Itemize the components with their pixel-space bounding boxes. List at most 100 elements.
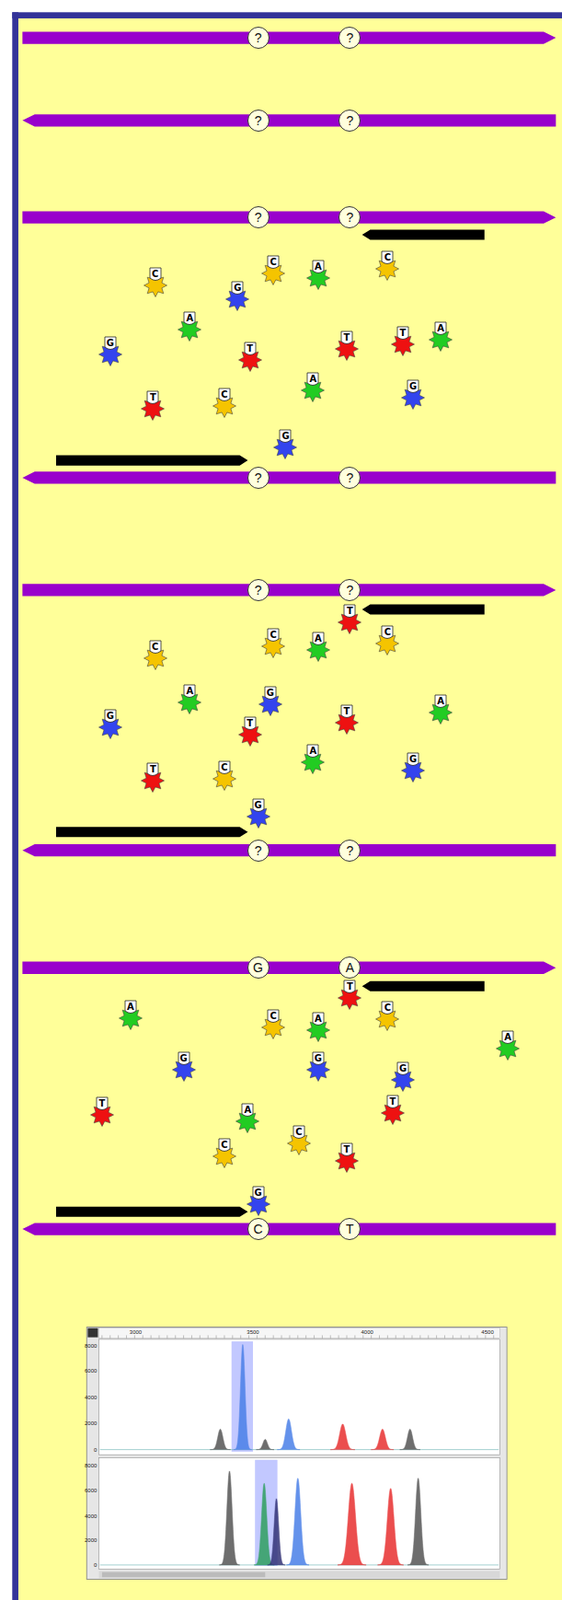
dye-terminator: T xyxy=(238,340,263,372)
dye-terminator: T xyxy=(334,1140,359,1172)
base-letter: ? xyxy=(339,842,360,858)
base-letter: C xyxy=(286,1124,311,1138)
dye-terminator: C xyxy=(143,265,168,298)
primer xyxy=(362,980,485,991)
dye-terminator: A xyxy=(300,370,325,402)
axis-tick: 3500 xyxy=(246,1328,259,1334)
base-letter: A xyxy=(235,1102,260,1116)
base-letter: ? xyxy=(339,30,360,46)
dye-terminator: G xyxy=(98,707,123,739)
dye-terminator: G xyxy=(390,1059,415,1091)
base-letter: C xyxy=(375,1000,400,1014)
dna-strand xyxy=(22,1221,556,1234)
base-circle: G xyxy=(247,955,270,978)
axis-value: 0 xyxy=(93,1560,97,1567)
axis-value: 2000 xyxy=(84,1536,97,1542)
base-circle: ? xyxy=(338,109,361,132)
base-letter: ? xyxy=(248,209,269,225)
dna-strand xyxy=(22,211,556,224)
base-letter: A xyxy=(306,1011,331,1025)
peak xyxy=(267,1497,286,1564)
base-letter: T xyxy=(238,716,263,730)
base-letter: G xyxy=(246,1185,271,1199)
primer xyxy=(56,1205,248,1216)
base-letter: C xyxy=(248,1220,269,1236)
base-circle: ? xyxy=(338,206,361,229)
base-letter: T xyxy=(334,1142,359,1156)
base-letter: ? xyxy=(248,470,269,485)
base-letter: ? xyxy=(339,582,360,597)
dye-terminator: T xyxy=(238,714,263,746)
base-letter: T xyxy=(238,342,263,356)
dye-terminator: T xyxy=(334,702,359,735)
peak xyxy=(218,1469,240,1564)
frame xyxy=(11,11,562,19)
axis-tick: 4000 xyxy=(361,1328,374,1334)
base-letter: ? xyxy=(339,470,360,485)
dye-terminator: T xyxy=(90,1094,115,1126)
axis-value: 8000 xyxy=(84,1341,97,1348)
base-letter: A xyxy=(300,744,325,757)
base-letter: A xyxy=(177,311,202,325)
base-letter: ? xyxy=(248,842,269,858)
base-letter: C xyxy=(261,628,286,642)
base-letter: T xyxy=(337,604,362,618)
dna-strand xyxy=(22,961,556,974)
base-letter: A xyxy=(428,321,453,335)
base-letter: G xyxy=(98,709,123,723)
base-letter: T xyxy=(334,331,359,345)
base-letter: T xyxy=(90,1096,115,1110)
base-letter: A xyxy=(118,999,143,1013)
dye-terminator: C xyxy=(375,998,400,1031)
dye-terminator: C xyxy=(286,1123,311,1155)
base-letter: A xyxy=(306,631,331,645)
primer xyxy=(56,455,248,466)
base-letter: G xyxy=(306,1051,331,1065)
peak xyxy=(407,1477,429,1564)
base-letter: C xyxy=(143,640,168,654)
dye-terminator: C xyxy=(261,626,286,658)
axis-value: 6000 xyxy=(84,1366,97,1373)
base-letter: ? xyxy=(248,30,269,46)
base-letter: C xyxy=(261,255,286,269)
base-letter: T xyxy=(337,979,362,993)
base-letter: T xyxy=(390,326,415,340)
base-letter: A xyxy=(177,684,202,698)
base-letter: T xyxy=(140,762,165,776)
peak xyxy=(400,1427,421,1448)
peak xyxy=(370,1427,394,1448)
axis-tick: 4500 xyxy=(481,1328,494,1334)
dye-terminator: T xyxy=(334,329,359,361)
base-letter: A xyxy=(300,372,325,386)
peak xyxy=(286,1477,310,1564)
dye-terminator: A xyxy=(177,682,202,714)
base-circle: ? xyxy=(247,26,270,49)
base-circle: ? xyxy=(247,109,270,132)
dye-terminator: T xyxy=(337,602,362,634)
peak xyxy=(337,1481,367,1564)
base-letter: C xyxy=(261,1009,286,1022)
base-circle: C xyxy=(247,1216,270,1239)
dye-terminator: G xyxy=(98,334,123,367)
dye-terminator: G xyxy=(246,796,271,828)
base-letter: G xyxy=(225,281,250,295)
peak xyxy=(209,1427,230,1448)
base-circle: ? xyxy=(338,466,361,489)
dye-terminator: A xyxy=(177,309,202,342)
base-circle: ? xyxy=(247,206,270,229)
base-letter: ? xyxy=(248,113,269,128)
dye-terminator: G xyxy=(401,378,425,410)
base-letter: A xyxy=(306,260,331,274)
base-letter: G xyxy=(273,429,298,443)
peak xyxy=(233,1342,252,1448)
peak xyxy=(378,1487,404,1564)
base-letter: ? xyxy=(339,113,360,128)
base-letter: G xyxy=(98,336,123,350)
dye-terminator: C xyxy=(261,253,286,286)
dye-terminator: G xyxy=(225,279,250,311)
base-circle: ? xyxy=(338,26,361,49)
base-circle: ? xyxy=(247,578,270,601)
dye-terminator: T xyxy=(140,760,165,792)
dye-terminator: T xyxy=(140,389,165,421)
base-letter: G xyxy=(172,1051,196,1065)
